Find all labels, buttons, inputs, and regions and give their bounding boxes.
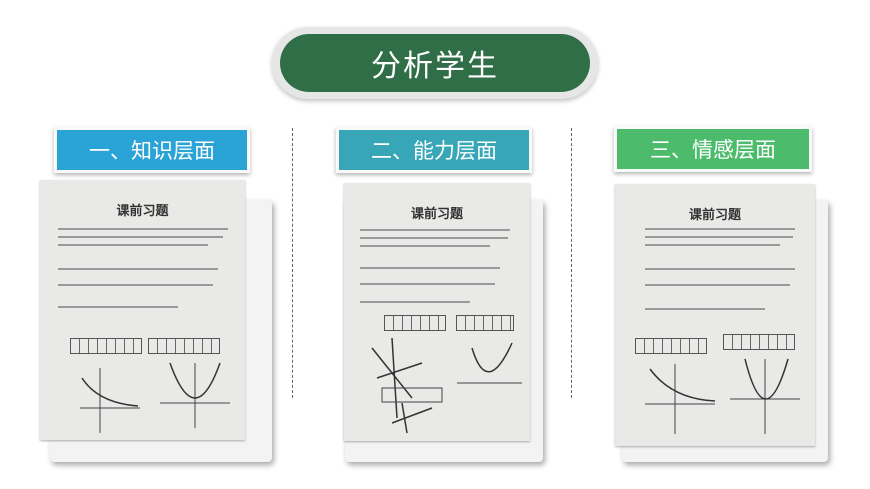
worksheet-title: 课前习题 — [116, 204, 169, 219]
graph-sketch — [80, 362, 230, 433]
graph-sketch — [645, 358, 800, 434]
section-label-ability: 二、能力层面 — [336, 127, 532, 173]
title-banner: 分析学生 — [272, 27, 598, 99]
worksheet-title: 课前习题 — [688, 208, 741, 223]
section-label-knowledge: 一、知识层面 — [54, 127, 250, 173]
graph-sketch — [371, 337, 522, 434]
divider-right — [571, 128, 572, 398]
worksheet-photo: 课前习题 — [40, 180, 245, 440]
worksheet-photo: 课前习题 — [615, 184, 815, 446]
section-label-emotion: 三、情感层面 — [614, 126, 812, 172]
divider-left — [292, 128, 293, 398]
worksheet-photo: 课前习题 — [344, 183, 530, 441]
worksheet-title: 课前习题 — [410, 207, 463, 222]
page-title: 分析学生 — [280, 34, 590, 92]
